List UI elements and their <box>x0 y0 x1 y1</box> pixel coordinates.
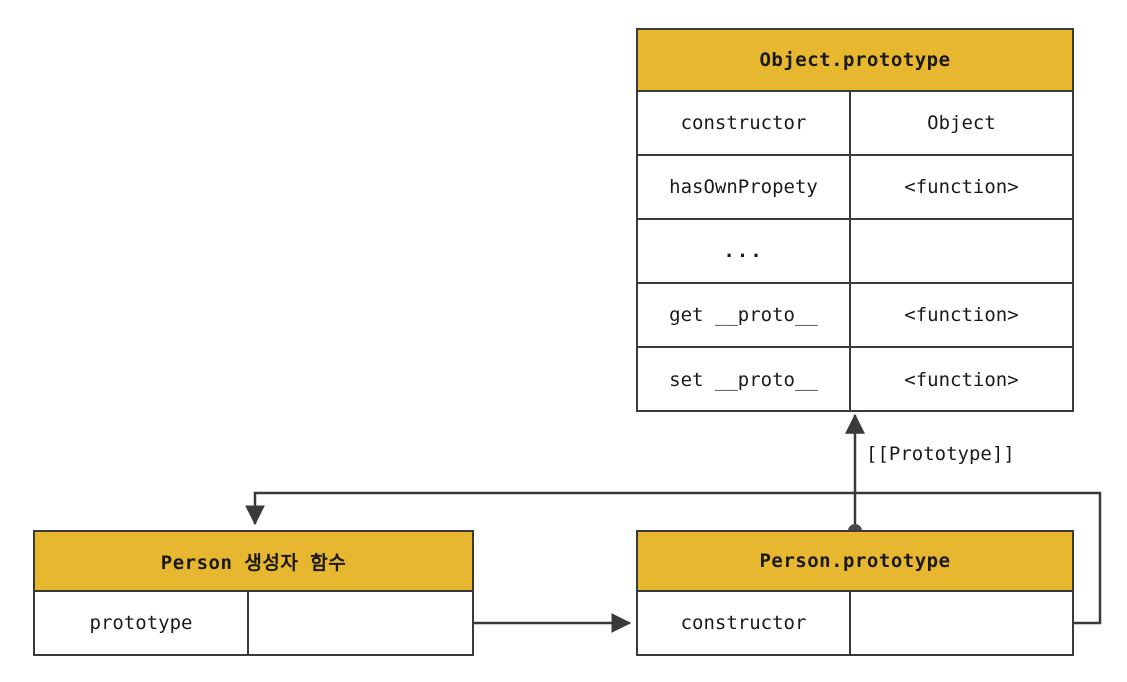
property-value-pointer <box>249 592 472 654</box>
person-constructor-title: Person 생성자 함수 <box>35 532 472 592</box>
table-row: constructor <box>638 592 1072 654</box>
object-prototype-title: Object.prototype <box>638 30 1072 92</box>
property-value: <function> <box>904 176 1019 198</box>
property-value <box>851 220 1072 282</box>
prototype-link-label: [[Prototype]] <box>866 443 1015 465</box>
person-constructor-table: Person 생성자 함수 prototype <box>33 530 474 656</box>
object-prototype-table: Object.prototype constructor Object hasO… <box>636 28 1074 412</box>
property-value-pointer <box>851 592 1072 654</box>
property-name: prototype <box>35 592 249 654</box>
property-value: Object <box>927 112 996 134</box>
table-row: get __proto__ <function> <box>638 284 1072 348</box>
table-row: ... <box>638 220 1072 284</box>
property-name: set __proto__ <box>638 348 851 412</box>
property-value: <function> <box>904 369 1019 391</box>
table-row: constructor Object <box>638 92 1072 156</box>
property-name: get __proto__ <box>638 284 851 346</box>
property-name: hasOwnPropety <box>638 156 851 218</box>
table-row: set __proto__ <function> <box>638 348 1072 412</box>
property-value: <function> <box>904 304 1019 326</box>
property-name: constructor <box>638 592 851 654</box>
edge-person-prototype-to-object-prototype <box>845 413 865 538</box>
person-prototype-title: Person.prototype <box>638 532 1072 592</box>
property-name-ellipsis: ... <box>638 220 851 282</box>
table-row: prototype <box>35 592 472 654</box>
table-row: hasOwnPropety <function> <box>638 156 1072 220</box>
person-prototype-table: Person.prototype constructor <box>636 530 1074 656</box>
property-name: constructor <box>638 92 851 154</box>
